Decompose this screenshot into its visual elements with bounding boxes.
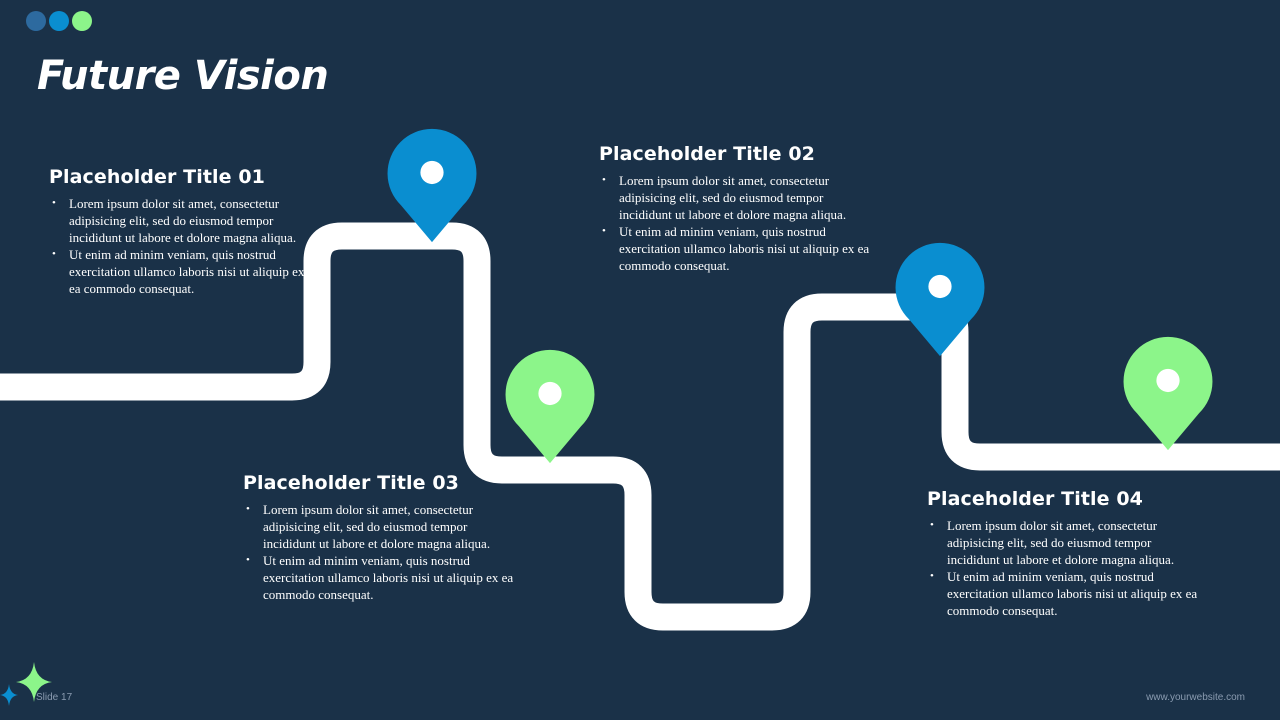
bullet-item: Lorem ipsum dolor sit amet, consectetur …: [927, 517, 1207, 568]
bullet-item: Ut enim ad minim veniam, quis nostrud ex…: [49, 246, 311, 297]
milestone-bullets: Lorem ipsum dolor sit amet, consectetur …: [927, 517, 1207, 619]
location-pin-icon-green-2: [1123, 336, 1213, 451]
bullet-item: Ut enim ad minim veniam, quis nostrud ex…: [243, 552, 523, 603]
bullet-item: Ut enim ad minim veniam, quis nostrud ex…: [599, 223, 879, 274]
milestone-title: Placeholder Title 04: [927, 488, 1143, 510]
website-link[interactable]: www.yourwebsite.com: [1146, 692, 1245, 703]
bullet-item: Lorem ipsum dolor sit amet, consectetur …: [599, 172, 879, 223]
milestone-title: Placeholder Title 02: [599, 143, 815, 165]
milestone-title: Placeholder Title 03: [243, 472, 459, 494]
milestone-title: Placeholder Title 01: [49, 166, 265, 188]
slide-number: Slide 17: [36, 692, 73, 703]
milestone-bullets: Lorem ipsum dolor sit amet, consectetur …: [49, 195, 311, 297]
milestone-block-04: Placeholder Title 04 Lorem ipsum dolor s…: [927, 488, 1207, 619]
location-pin-icon-blue-2: [895, 242, 985, 357]
milestone-block-02: Placeholder Title 02 Lorem ipsum dolor s…: [599, 143, 879, 274]
dot-green: [72, 11, 92, 31]
milestone-bullets: Lorem ipsum dolor sit amet, consectetur …: [243, 501, 523, 603]
bullet-item: Ut enim ad minim veniam, quis nostrud ex…: [927, 568, 1207, 619]
location-pin-icon-green-1: [505, 349, 595, 464]
slide-title: Future Vision: [37, 53, 329, 99]
sparkle-icon: [0, 662, 52, 706]
milestone-block-01: Placeholder Title 01 Lorem ipsum dolor s…: [49, 166, 311, 297]
dot-blue: [49, 11, 69, 31]
milestone-block-03: Placeholder Title 03 Lorem ipsum dolor s…: [243, 472, 523, 603]
header-dots: [26, 11, 92, 31]
dot-dark-blue: [26, 11, 46, 31]
bullet-item: Lorem ipsum dolor sit amet, consectetur …: [243, 501, 523, 552]
location-pin-icon-blue-1: [387, 128, 477, 243]
bullet-item: Lorem ipsum dolor sit amet, consectetur …: [49, 195, 311, 246]
milestone-bullets: Lorem ipsum dolor sit amet, consectetur …: [599, 172, 879, 274]
